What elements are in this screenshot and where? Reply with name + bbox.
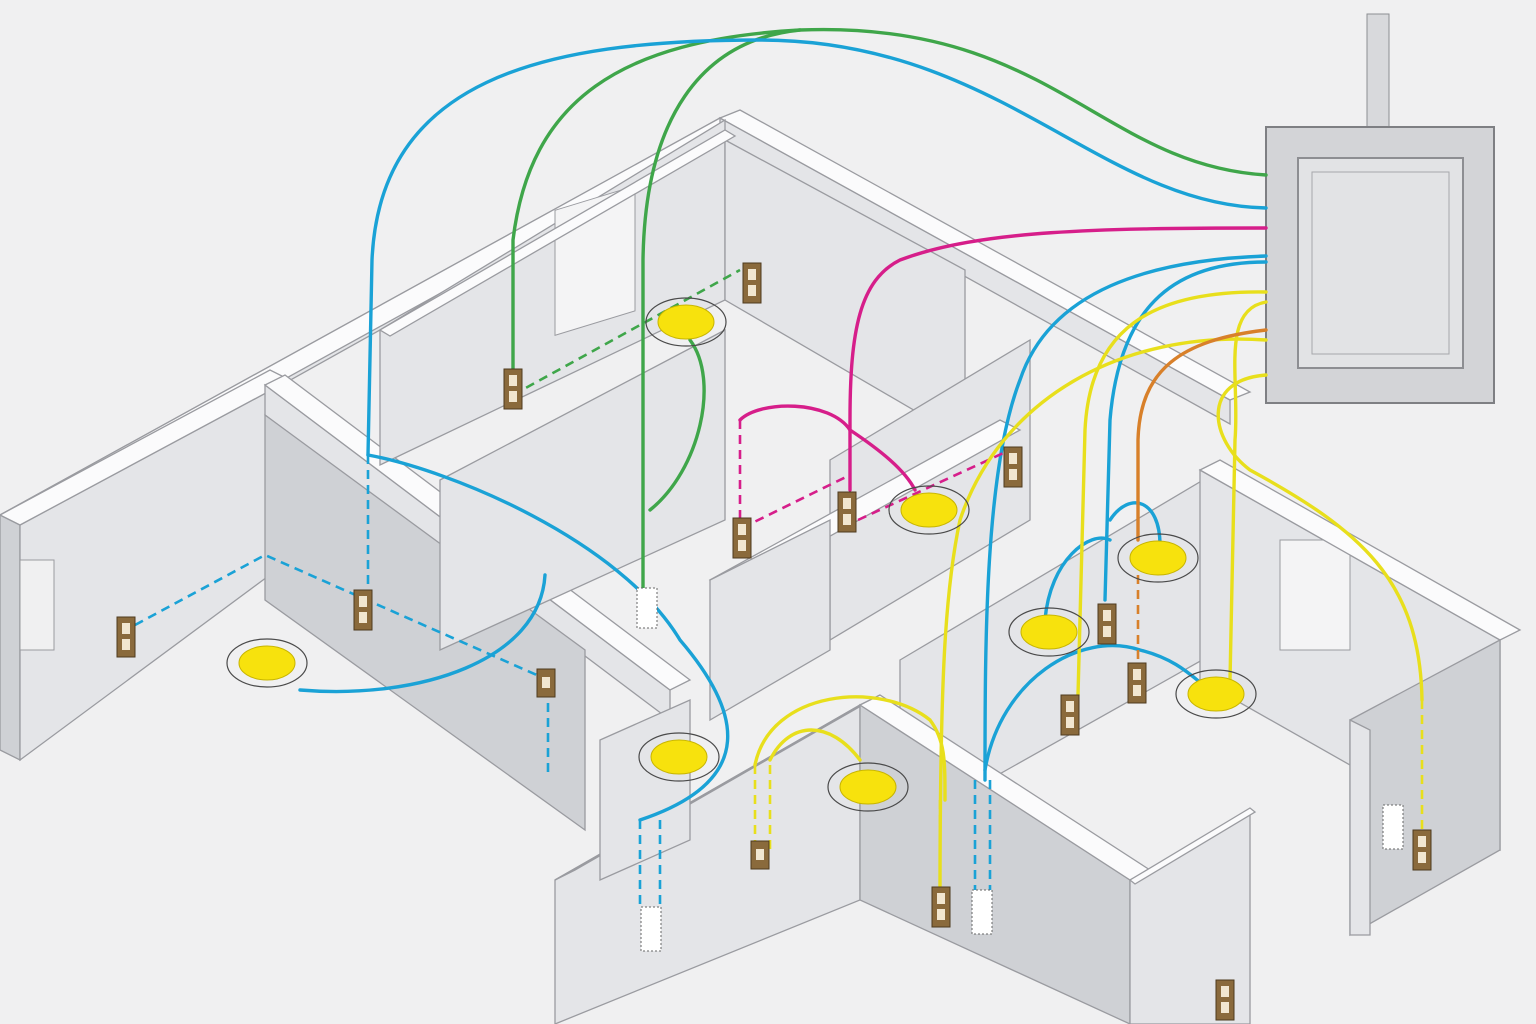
wire-blue-light-left (298, 573, 547, 694)
wall-switch-icon[interactable] (1412, 829, 1432, 871)
wire-yellow-3 (938, 337, 1268, 902)
switch-toggle (359, 612, 367, 623)
switch-toggle (1221, 1002, 1229, 1013)
wire-blue-drop-2 (134, 553, 550, 775)
switch-toggle (1133, 669, 1141, 680)
switch-toggle (843, 514, 851, 525)
panel-door[interactable] (1297, 157, 1464, 369)
ceiling-light-icon[interactable] (1175, 669, 1257, 719)
junction-tag (971, 889, 993, 935)
wire-magenta-main (848, 226, 1268, 492)
wall-switches (116, 262, 1432, 1021)
switch-toggle (1221, 986, 1229, 997)
junction-tag (636, 587, 658, 629)
wall-switch-icon[interactable] (116, 616, 136, 658)
switch-toggle (738, 524, 746, 535)
switch-toggle (748, 285, 756, 296)
switch-toggle (738, 540, 746, 551)
wire-orange (1136, 328, 1268, 542)
wire-yellow-4 (1216, 373, 1424, 702)
junction-tags (636, 587, 1404, 952)
wire-blue-right-1 (983, 254, 1268, 782)
switch-toggle (122, 623, 130, 634)
wire-magenta-arc (738, 404, 917, 492)
switch-toggle (748, 269, 756, 280)
wall-switch-icon[interactable] (503, 368, 523, 410)
wall-front (554, 694, 1257, 1024)
ceiling-light-icon[interactable] (645, 297, 727, 347)
switch-toggle (509, 391, 517, 402)
switch-toggle (1009, 453, 1017, 464)
ceiling-light-icon[interactable] (638, 732, 720, 782)
switch-toggle (1009, 469, 1017, 480)
wire-blue-arc-3 (983, 644, 1212, 772)
breaker-panel[interactable] (1265, 13, 1495, 404)
switch-toggle (359, 596, 367, 607)
switch-toggle (1103, 610, 1111, 621)
wall-switch-icon[interactable] (1215, 979, 1235, 1021)
wire-yellow-2 (1228, 300, 1268, 682)
switch-toggle (1418, 852, 1426, 863)
wire-blue-arc-2 (1108, 501, 1162, 547)
wall-switch-icon[interactable] (1097, 603, 1117, 645)
wall-upper-room (378, 118, 966, 467)
switch-toggle (1418, 836, 1426, 847)
junction-tag (640, 906, 662, 952)
wire-blue-right-2 (1103, 260, 1268, 602)
wire-blue-main (366, 38, 1268, 457)
wall-switch-icon[interactable] (1060, 694, 1080, 736)
switch-toggle (509, 375, 517, 386)
wall-switch-icon[interactable] (732, 517, 752, 559)
wire-yellow-arc-front (753, 695, 947, 802)
wall-switch-icon[interactable] (353, 589, 373, 631)
wall-switch-icon[interactable] (1003, 446, 1023, 488)
wire-green-light (648, 338, 706, 512)
switch-toggle (1066, 701, 1074, 712)
switch-toggle (1133, 685, 1141, 696)
switch-toggle (1103, 626, 1111, 637)
wall-switch-icon[interactable] (536, 668, 556, 698)
ceiling-light-icon[interactable] (1117, 533, 1199, 583)
ceiling-light-icon[interactable] (827, 762, 909, 812)
switch-toggle (122, 639, 130, 650)
wall-switch-icon[interactable] (742, 262, 762, 304)
wire-yellow-arc-front-2 (768, 728, 862, 762)
panel-conduit (1366, 13, 1390, 131)
wall-switch-icon[interactable] (931, 886, 951, 928)
wire-yellow-drops (753, 695, 1424, 900)
switch-toggle (937, 893, 945, 904)
junction-tag (1382, 804, 1404, 850)
switch-toggle (937, 909, 945, 920)
ceiling-light-icon[interactable] (888, 485, 970, 535)
wall-right-room (1198, 459, 1522, 937)
wires (134, 27, 1424, 915)
switch-toggle (756, 849, 764, 860)
wire-magenta-drops (738, 420, 1011, 530)
switch-toggle (542, 677, 550, 688)
wire-blue-arc-1 (1043, 536, 1112, 622)
wire-yellow-1 (1076, 290, 1268, 697)
ceiling-lights (226, 297, 1257, 812)
ceiling-light-icon[interactable] (1008, 607, 1090, 657)
switch-toggle (843, 498, 851, 509)
panel-door-inset (1311, 171, 1450, 355)
wall-switch-icon[interactable] (750, 840, 770, 870)
ceiling-light-icon[interactable] (226, 638, 308, 688)
wire-blue-long (366, 453, 730, 822)
wall-switch-icon[interactable] (1127, 662, 1147, 704)
switch-toggle (1066, 717, 1074, 728)
wall-switch-icon[interactable] (837, 491, 857, 533)
